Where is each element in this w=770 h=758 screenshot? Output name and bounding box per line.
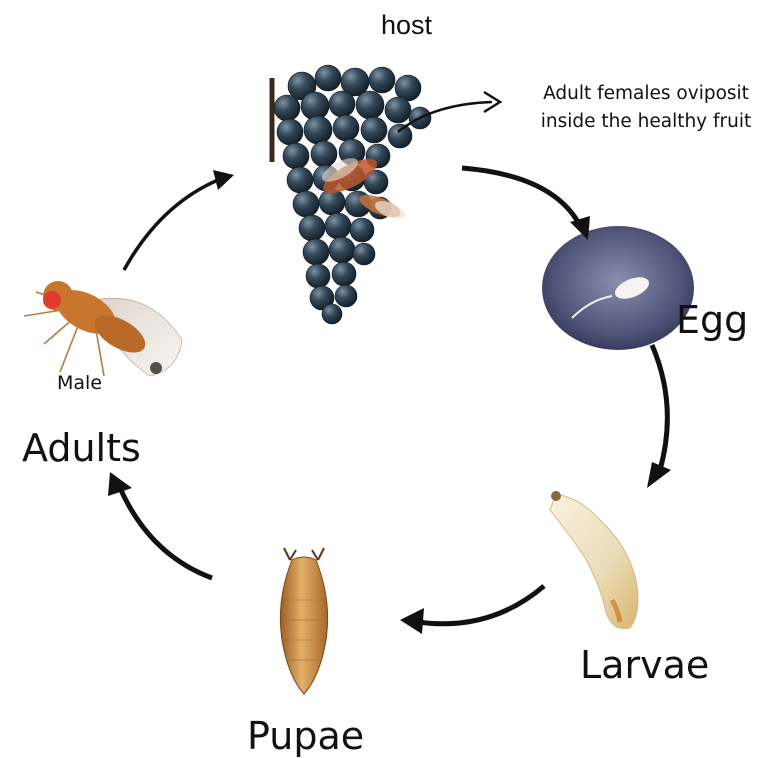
pupa-image [280,548,327,694]
oviposit-note-line2: inside the healthy fruit [522,108,770,136]
larvae-label: Larvae [580,643,709,687]
egg-image [542,226,694,350]
pupae-label: Pupae [247,714,364,758]
male-label: Male [57,372,102,394]
adults-label: Adults [22,426,141,470]
egg-label: Egg [676,298,748,342]
oviposit-note-line1: Adult females oviposit [522,80,770,108]
arrow-larvae-to-pupae [400,586,544,634]
arrow-host-to-egg [462,168,590,240]
arrow-adults-to-host [124,170,234,270]
oviposit-note: Adult females oviposit inside the health… [522,80,770,136]
arrow-pupae-to-adults [108,472,212,578]
adult-male-fly-image [24,281,182,376]
host-label: host [381,10,432,41]
grape-cluster-image [272,65,431,324]
arrow-egg-to-larvae [647,345,671,488]
larva-image [550,491,638,629]
